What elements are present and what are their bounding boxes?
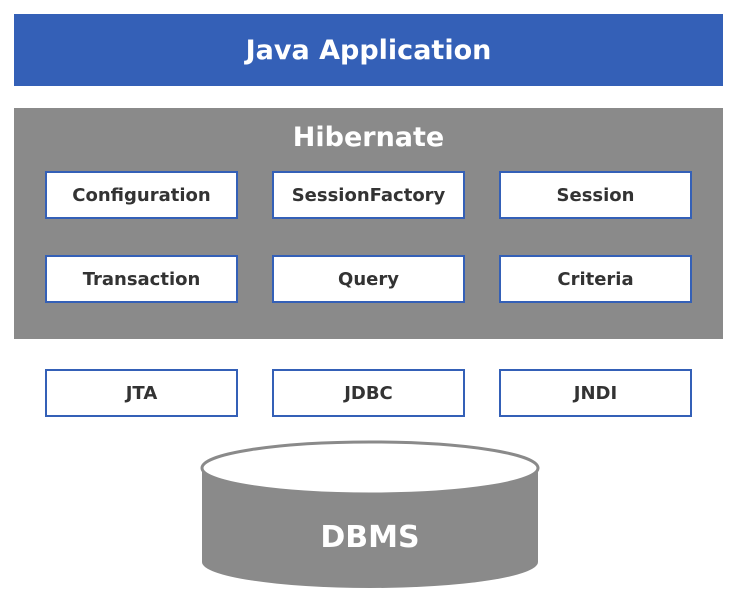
configuration-label: Configuration	[72, 184, 211, 206]
query-box: Query	[272, 255, 465, 303]
jndi-box: JNDI	[499, 369, 692, 417]
jta-box: JTA	[45, 369, 238, 417]
session-box: Session	[499, 171, 692, 219]
hibernate-layer: Hibernate Configuration SessionFactory S…	[14, 108, 723, 339]
hibernate-title: Hibernate	[292, 122, 445, 153]
session-factory-label: SessionFactory	[291, 184, 446, 206]
session-factory-box: SessionFactory	[272, 171, 465, 219]
java-application-layer: Java Application	[14, 14, 723, 86]
criteria-label: Criteria	[557, 268, 634, 290]
jndi-label: JNDI	[573, 382, 618, 404]
query-label: Query	[338, 268, 399, 290]
java-application-label: Java Application	[245, 34, 492, 66]
configuration-box: Configuration	[45, 171, 238, 219]
dbms-cylinder: DBMS	[200, 440, 540, 590]
dbms-top	[200, 440, 540, 496]
transaction-box: Transaction	[45, 255, 238, 303]
dbms-body	[202, 468, 538, 588]
criteria-box: Criteria	[499, 255, 692, 303]
session-label: Session	[556, 184, 635, 206]
jdbc-label: JDBC	[344, 382, 393, 404]
database-icon	[200, 440, 540, 588]
transaction-label: Transaction	[82, 268, 201, 290]
dbms-label: DBMS	[320, 520, 420, 555]
jdbc-box: JDBC	[272, 369, 465, 417]
jta-label: JTA	[125, 382, 158, 404]
